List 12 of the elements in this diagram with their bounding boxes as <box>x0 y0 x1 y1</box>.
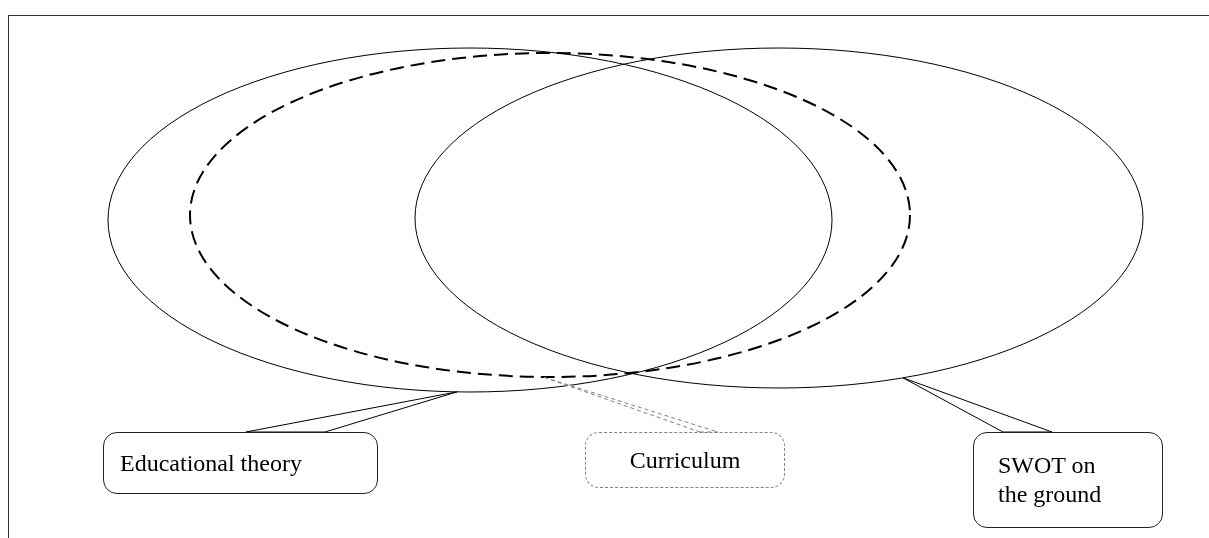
callout-pointer <box>245 391 458 433</box>
callout-pointer <box>542 376 719 433</box>
dashed-ellipse <box>189 52 911 378</box>
callout-text: Curriculum <box>629 445 741 475</box>
callout-text: SWOT on the ground <box>998 451 1103 509</box>
ellipse <box>414 47 1144 389</box>
ellipse <box>107 47 833 393</box>
callout-bubble <box>585 432 785 488</box>
callout-bubble <box>973 432 1163 528</box>
callout-bubble <box>103 432 378 494</box>
callout-pointer <box>902 377 1053 433</box>
callout-text: Educational theory <box>120 448 302 478</box>
